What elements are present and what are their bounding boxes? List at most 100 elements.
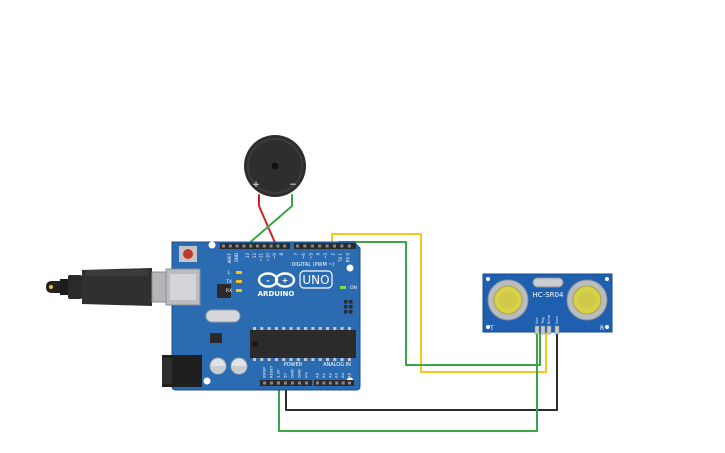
usb-cable-end-highlight (49, 285, 53, 289)
sensor-pin-echo[interactable] (546, 325, 552, 335)
analog-pin-label: A4 (340, 372, 345, 378)
uno-label: UNO (302, 273, 329, 287)
header-pin-hole[interactable] (340, 244, 344, 248)
chip-pin (333, 358, 337, 361)
chip-pin (267, 358, 271, 361)
header-pin-hole[interactable] (262, 244, 266, 248)
power-pin-label: Vin (304, 371, 309, 378)
header-pin-hole[interactable] (222, 244, 225, 248)
icsp-pin (344, 305, 348, 309)
icsp-header (344, 300, 353, 314)
header-pin-hole[interactable] (263, 381, 266, 385)
header-pin-hole[interactable] (341, 381, 345, 385)
power-header-title: POWER (284, 362, 303, 368)
icsp-pin (349, 300, 353, 304)
header-pin-hole[interactable] (228, 244, 232, 248)
analog-pin-label: A5 (347, 372, 352, 378)
header-pin-hole[interactable] (318, 244, 322, 248)
header-pin-hole[interactable] (249, 244, 253, 248)
header-pin-hole[interactable] (322, 381, 326, 385)
buzzer-minus-label: − (289, 180, 297, 190)
header-pin-hole[interactable] (283, 244, 287, 248)
led-rx (236, 289, 242, 292)
header-pin-hole[interactable] (333, 244, 336, 248)
sensor-pin-trig[interactable] (540, 325, 546, 335)
wire-green-buzzer-minus[interactable] (246, 194, 293, 246)
header-pin-hole[interactable] (291, 381, 294, 385)
header-pin-hole[interactable] (276, 244, 280, 248)
digital-header-right (294, 243, 356, 249)
power-pin-label: 5V (283, 373, 288, 378)
reset-button[interactable] (183, 249, 193, 259)
chip-pin (311, 358, 315, 361)
power-pin-label: IOREF (262, 367, 267, 378)
led-l (236, 271, 242, 274)
digital-pin-label: RX 0 (345, 253, 350, 263)
header-pin-hole[interactable] (235, 244, 239, 248)
sensor-corner-hole (605, 325, 609, 329)
chip-pin (340, 327, 344, 330)
led-tx-label: TX (225, 279, 232, 285)
digital-pin-label: ~3 (323, 253, 328, 259)
chip-pin (260, 358, 264, 361)
header-pin-hole[interactable] (328, 381, 332, 385)
header-pin-hole[interactable] (316, 381, 319, 385)
header-pin-hole[interactable] (325, 244, 329, 248)
led-l-label: L (228, 270, 231, 276)
header-pin-hole[interactable] (348, 381, 351, 385)
chip-pin (347, 327, 351, 330)
header-pin-hole[interactable] (298, 381, 301, 385)
chip-pin (274, 358, 278, 361)
chip-pin (253, 358, 256, 361)
header-pin-hole[interactable] (284, 381, 287, 385)
chip-pin (318, 358, 322, 361)
sensor-pin-label: Vcc (534, 317, 539, 324)
wire-green-vcc[interactable] (278, 332, 538, 432)
crystal-oscillator (205, 309, 241, 323)
arduino-brand: ARDUINO (258, 290, 295, 298)
wire-yellow-trig[interactable] (331, 233, 547, 373)
logo-plus: + (282, 276, 289, 285)
chip-pin (282, 358, 286, 361)
header-pin-hole[interactable] (277, 381, 280, 385)
digital-header-holes (222, 244, 351, 248)
buzzer-plus-label: + (252, 180, 260, 190)
icsp-pin (344, 310, 348, 314)
header-pin-hole[interactable] (256, 244, 259, 248)
usb-b-port-inner (170, 274, 196, 300)
chip-pin (326, 327, 329, 330)
usb-cable[interactable] (46, 268, 175, 306)
gnd-label: GND (234, 253, 239, 262)
wire-black-gnd[interactable] (285, 332, 558, 411)
digital-pin-label: TX 1 (338, 253, 343, 263)
piezo-buzzer[interactable]: + − (244, 135, 306, 197)
buzzer-ring (247, 138, 303, 194)
chip-pin (347, 358, 351, 361)
analog-pin-label: A1 (321, 372, 326, 378)
header-pin-hole[interactable] (305, 381, 308, 385)
analog-pin-label: A2 (327, 372, 332, 378)
sensor-pin-gnd[interactable] (554, 325, 560, 335)
chip-pin (253, 327, 256, 330)
header-pin-hole[interactable] (269, 244, 273, 248)
header-pin-hole[interactable] (335, 381, 339, 385)
header-pin-hole[interactable] (270, 381, 273, 385)
wire-red-buzzer-plus[interactable] (258, 194, 277, 246)
chip-pin (304, 358, 308, 361)
usb-cable-plug-shade (86, 270, 148, 276)
header-pin-hole[interactable] (310, 244, 314, 248)
sensor-pin-vcc[interactable] (534, 325, 540, 335)
header-pin-hole[interactable] (303, 244, 307, 248)
uno-badge (299, 270, 333, 289)
header-pin-hole[interactable] (347, 244, 351, 248)
sensor-mark-r: R (600, 325, 604, 332)
analog-header (314, 380, 354, 386)
digital-pin-label: ~9 (272, 253, 277, 259)
header-pin-hole[interactable] (242, 244, 246, 248)
header-pin-hole[interactable] (296, 244, 299, 248)
